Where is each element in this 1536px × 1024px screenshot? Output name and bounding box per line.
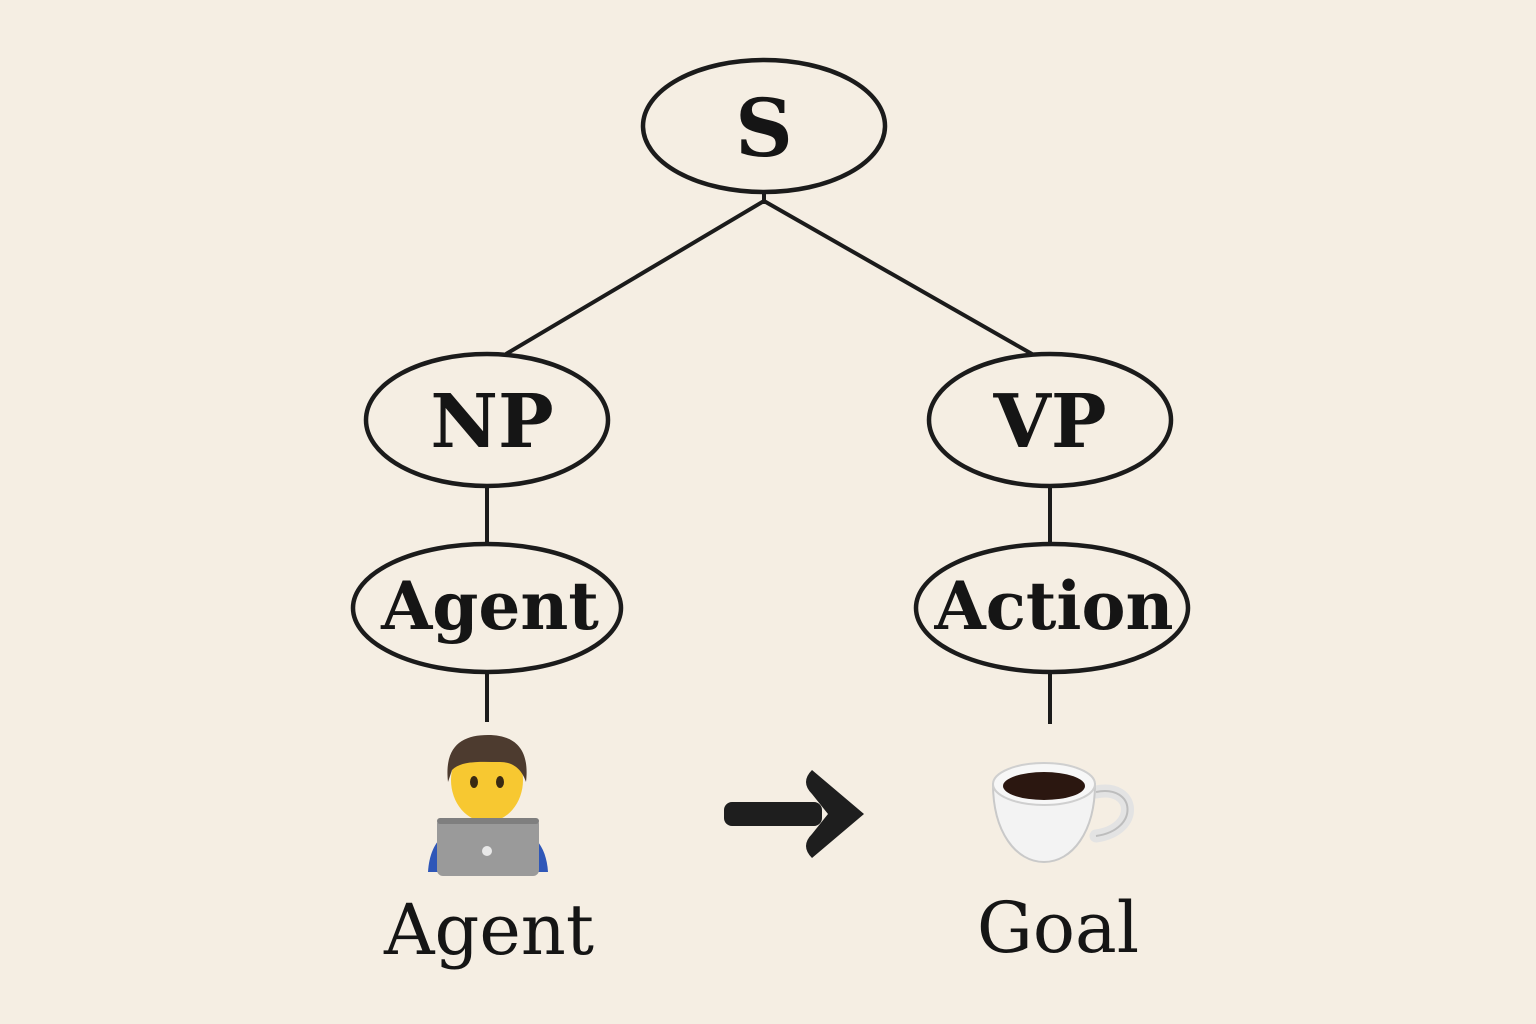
caption-goal: Goal (977, 887, 1139, 969)
node-vp: VP (926, 351, 1174, 489)
node-s-ellipse (640, 57, 888, 195)
node-s: S (640, 57, 888, 195)
caption-agent: Agent (383, 889, 594, 971)
edge-s-right (763, 199, 1033, 356)
node-vp-ellipse (926, 351, 1174, 489)
node-agent-label: Agent (380, 567, 599, 645)
node-vp-label: VP (992, 379, 1106, 465)
node-agent-ellipse (350, 541, 624, 675)
man-technologist-icon (428, 735, 548, 876)
node-action-label: Action (934, 567, 1174, 645)
node-action: Action (913, 541, 1191, 675)
node-agent: Agent (350, 541, 624, 675)
node-s-label: S (735, 81, 793, 175)
node-np-label: NP (430, 379, 553, 465)
coffee-cup-icon (991, 762, 1134, 864)
right-arrow-icon (724, 770, 864, 858)
node-action-ellipse (913, 541, 1191, 675)
edge-s-left (504, 199, 766, 356)
node-np-ellipse (363, 351, 611, 489)
node-np: NP (363, 351, 611, 489)
